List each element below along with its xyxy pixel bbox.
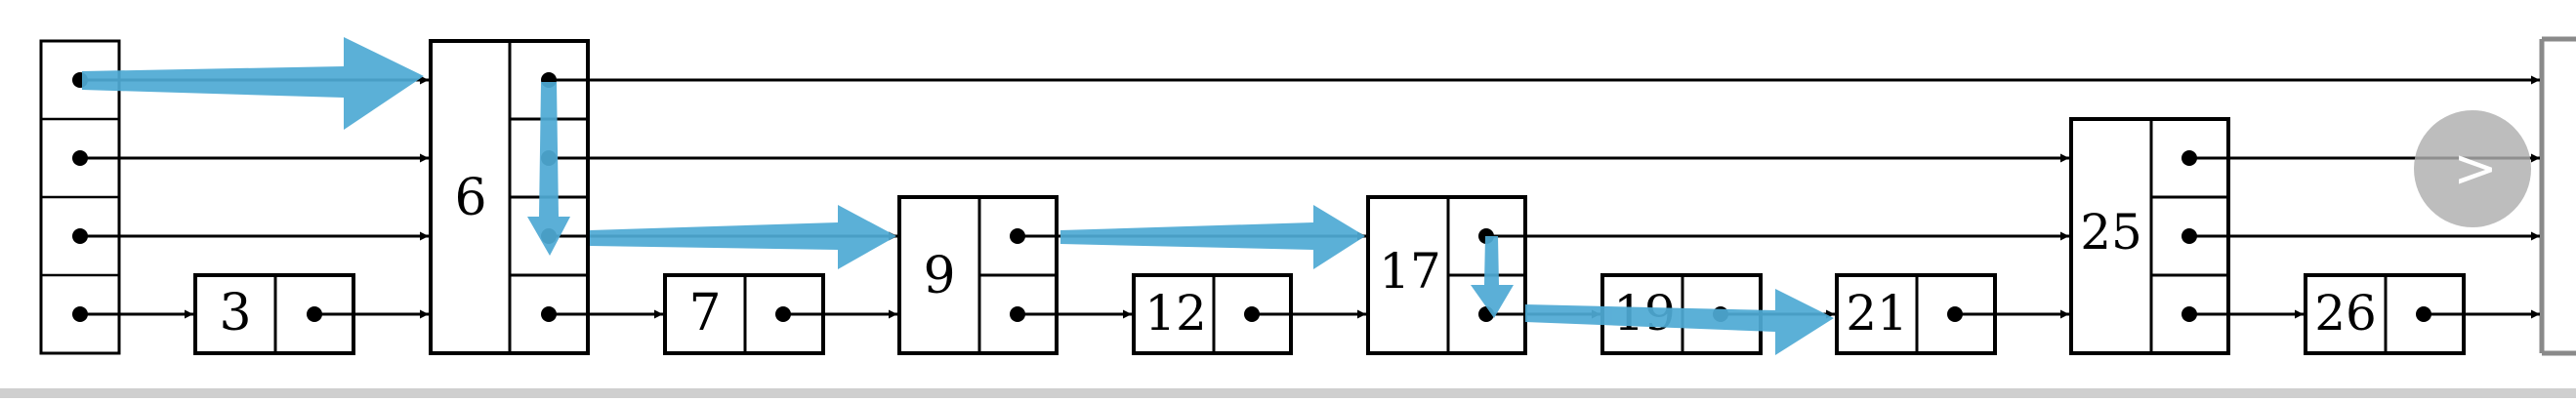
node-12-key: 12 [1144, 285, 1207, 342]
node-12: 12 [1132, 273, 1293, 355]
node-21-key: 21 [1846, 285, 1908, 342]
pointer-links [80, 75, 2540, 319]
node-26-key: 26 [2314, 285, 2377, 342]
search-arrow-1 [82, 37, 424, 130]
search-arrow-4 [1060, 205, 1365, 269]
node-9-key: 9 [923, 247, 955, 305]
search-arrow-3 [590, 205, 896, 269]
search-arrow-6 [1525, 289, 1834, 355]
node-9: 9 [897, 195, 1059, 355]
next-slide-button[interactable]: > [2414, 110, 2531, 227]
node-26: 26 [2304, 273, 2466, 355]
node-3-key: 3 [219, 284, 251, 342]
search-arrow-2 [527, 82, 570, 256]
node-6-key: 6 [454, 169, 486, 227]
search-path [82, 37, 1834, 355]
tail-node [2539, 36, 2576, 356]
chevron-right-icon: > [2453, 138, 2498, 199]
node-17: 17 [1366, 195, 1527, 355]
node-7-key: 7 [688, 284, 721, 342]
node-6: 6 [429, 39, 590, 355]
node-25-key: 25 [2080, 204, 2142, 261]
bottom-caption-strip [0, 388, 2576, 398]
search-arrow-5 [1471, 236, 1514, 318]
head-node [39, 39, 121, 355]
pointer-dots [72, 72, 2431, 322]
node-25: 25 [2069, 117, 2230, 355]
node-17-key: 17 [1379, 243, 1441, 300]
